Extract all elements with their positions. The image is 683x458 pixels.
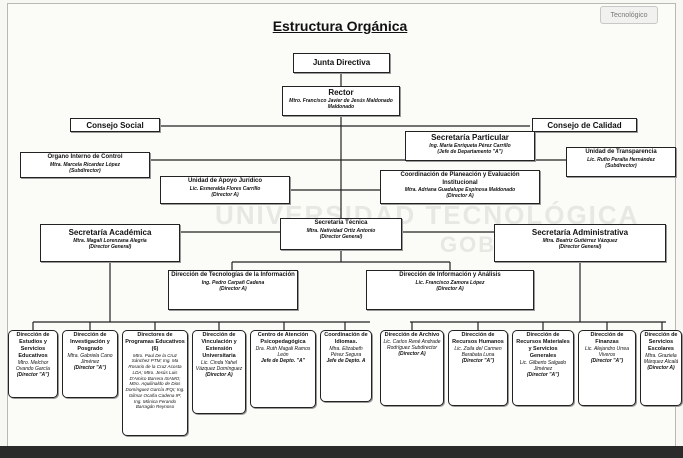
- bottom-name: Mtra. Elizabeth Pérez Segura: [329, 345, 363, 358]
- consejo-calidad-title: Consejo de Calidad: [547, 121, 622, 130]
- bottom-rank: Jefe de Depto. "A": [261, 358, 305, 365]
- bottom-rank: (Director A): [647, 365, 675, 372]
- rector-name: Mtro. Francisco Javier de Jesús Maldonad…: [289, 98, 393, 111]
- sec-academica-rank: (Director General): [88, 244, 132, 251]
- bottom-name: Mtro. Melchor Ovando García: [16, 359, 50, 372]
- juridico-name: Lic. Esmeralda Flores Carrillo: [189, 185, 261, 192]
- centro-psicopedagogica-box: Centro de Atención Psicopedagógica Dra. …: [250, 330, 316, 408]
- chart-title: Estructura Orgánica: [272, 18, 408, 34]
- bottom-rank: (Director "A"): [73, 365, 107, 372]
- planeacion-rank: (Director A): [446, 193, 474, 200]
- bottom-name: Lic. Cinda Yahel Vázquez Domínguez: [195, 359, 243, 372]
- dir-investigacion-box: Dirección de Investigación y Posgrado Mt…: [62, 330, 118, 398]
- dir-estudios-box: Dirección de Estudios y Servicios Educat…: [8, 330, 58, 398]
- bottom-title: Centro de Atención Psicopedagógica: [257, 332, 309, 345]
- bottom-title: Dirección de Estudios y Servicios Educat…: [16, 332, 50, 359]
- planeacion-name: Mtra. Adriana Guadalupe Espinosa Maldona…: [404, 187, 516, 193]
- consejo-calidad-box: Consejo de Calidad: [532, 118, 637, 132]
- sec-administrativa-title: Secretaría Administrativa: [531, 228, 629, 237]
- bottom-name: Lic. Gilberto Salgado Jiménez: [519, 359, 567, 372]
- bottom-title: Directores de Programas Educativos (6): [125, 332, 185, 352]
- coord-idiomas-box: Coordinación de Idiomas. Mtra. Elizabeth…: [320, 330, 372, 402]
- bottom-rank: (Director "A"): [461, 358, 495, 365]
- rector-title: Rector: [328, 88, 354, 97]
- dir-tecnologias-title: Dirección de Tecnologías de la Informaci…: [171, 272, 295, 278]
- bottom-title: Dirección de Recursos Materiales y Servi…: [516, 332, 570, 359]
- dir-tecnologias-box: Dirección de Tecnologías de la Informaci…: [168, 270, 298, 310]
- secretaria-administrativa-box: Secretaría Administrativa Mtra. Beatriz …: [494, 224, 666, 262]
- dir-informacion-box: Dirección de Información y Análisis Lic.…: [366, 270, 534, 310]
- bottom-name: Lic. Zoila del Carmen Barabata Luna: [454, 345, 502, 358]
- sec-academica-name: Mtra. Magali Lorenzana Alegría: [73, 238, 147, 244]
- dir-informacion-name: Lic. Francisco Zamora López: [415, 279, 485, 286]
- bottom-title: Dirección de Investigación y Posgrado: [70, 332, 110, 352]
- bottom-rank: (Director "A"): [590, 358, 624, 365]
- consejo-social-title: Consejo Social: [86, 121, 144, 130]
- dir-vinculacion-box: Dirección de Vinculación y Extensión Uni…: [192, 330, 246, 414]
- secretaria-tecnica-box: Secretaría Técnica Mtra. Natividad Ortiz…: [280, 218, 402, 250]
- bottom-rank: (Director "A"): [16, 372, 50, 378]
- dir-recursos-materiales-box: Dirección de Recursos Materiales y Servi…: [512, 330, 574, 406]
- sec-administrativa-name: Mtra. Beatriz Gutiérrez Vázquez: [542, 238, 618, 244]
- organo-rank: (Subdirector): [69, 167, 101, 174]
- transparencia-box: Unidad de Transparencia Lic. Rufio Peral…: [566, 147, 676, 177]
- consejo-social-box: Consejo Social: [70, 118, 160, 132]
- secretaria-academica-box: Secretaría Académica Mtra. Magali Lorenz…: [40, 224, 180, 262]
- dir-servicios-escolares-box: Dirección de Servicios Escolares Mtra. G…: [640, 330, 682, 406]
- bottom-rank: Jefe de Depto. A: [326, 358, 366, 365]
- sec-tecnica-rank: (Director General): [319, 233, 363, 240]
- bottom-title: Dirección de Vinculación y Extensión Uni…: [201, 332, 237, 359]
- organo-control-box: Órgano Interno de Control Mtra. Marcela …: [20, 152, 150, 178]
- bottom-rank: (Director A): [205, 372, 233, 378]
- bottom-name: Mtra. Graziela Márquez Alcalá: [643, 352, 679, 365]
- dir-informacion-title: Dirección de Información y Análisis: [399, 272, 501, 278]
- bottom-name: Lic. Alejandro Urrea Viveros: [584, 345, 629, 358]
- juridico-rank: (Director A): [211, 191, 239, 198]
- organo-title: Órgano Interno de Control: [47, 154, 123, 160]
- transparencia-title: Unidad de Transparencia: [585, 149, 657, 155]
- bottom-name: Mtra. Gabriela Cano Jiménez: [67, 352, 113, 365]
- bottom-rank: (Director "A"): [526, 372, 560, 378]
- secretaria-particular-box: Secretaría Particular Ing. María Enrique…: [405, 131, 535, 161]
- bottom-title: Coordinación de Idiomas.: [324, 332, 368, 345]
- bottom-name: Mtro. Paul De la Cruz Sánchez PTM; Ing. …: [125, 352, 185, 410]
- dir-archivo-box: Dirección de Archivo Lic. Carlos René An…: [380, 330, 444, 406]
- institution-logo: Tecnológico: [600, 6, 658, 24]
- bottom-title: Dirección de Recursos Humanos: [452, 332, 504, 345]
- sec-particular-name: Ing. María Enriqueta Pérez Carrillo: [429, 143, 511, 149]
- dir-tecnologias-rank: (Director A): [219, 285, 247, 292]
- dir-tecnologias-name: Ing. Pedro Carpañ Cadena: [201, 279, 265, 286]
- sec-academica-title: Secretaría Académica: [68, 228, 152, 237]
- dir-recursos-humanos-box: Dirección de Recursos Humanos Lic. Zoila…: [448, 330, 508, 406]
- sec-administrativa-rank: (Director General): [558, 244, 602, 251]
- bottom-title: Dirección de Finanzas: [590, 332, 624, 345]
- junta-title: Junta Directiva: [312, 58, 371, 67]
- organo-name: Mtra. Marcela Ricardez López: [49, 161, 121, 168]
- planeacion-box: Coordinación de Planeación y Evaluación …: [380, 170, 540, 204]
- bottom-name: Lic. Carlos René Andrade Rodríguez Subdi…: [383, 338, 441, 352]
- dir-informacion-rank: (Director A): [436, 285, 464, 292]
- bottom-band: [0, 446, 683, 458]
- sec-particular-rank: (Jefe de Departamento "A"): [437, 149, 503, 156]
- bottom-title: Dirección de Servicios Escolares: [644, 332, 678, 352]
- sec-particular-title: Secretaría Particular: [431, 133, 509, 142]
- sec-tecnica-title: Secretaría Técnica: [314, 220, 368, 226]
- transparencia-rank: (Subdirector): [605, 162, 637, 169]
- juridico-title: Unidad de Apoyo Jurídico: [187, 178, 263, 184]
- junta-directiva-box: Junta Directiva: [293, 53, 390, 73]
- apoyo-juridico-box: Unidad de Apoyo Jurídico Lic. Esmeralda …: [160, 176, 290, 204]
- rector-box: Rector Mtro. Francisco Javier de Jesús M…: [282, 86, 400, 116]
- dir-finanzas-box: Dirección de Finanzas Lic. Alejandro Urr…: [578, 330, 636, 406]
- sec-tecnica-name: Mtra. Natividad Ortiz Antonio: [306, 227, 376, 234]
- bottom-title: Dirección de Archivo: [384, 332, 440, 338]
- transparencia-name: Lic. Rufio Peralta Hernández: [587, 156, 655, 163]
- bottom-rank: (Director A): [398, 351, 426, 358]
- planeacion-title: Coordinación de Planeación y Evaluación …: [400, 172, 520, 186]
- directores-programas-box: Directores de Programas Educativos (6) M…: [122, 330, 188, 436]
- bottom-name: Dra. Ruth Magali Ramos León: [255, 345, 311, 358]
